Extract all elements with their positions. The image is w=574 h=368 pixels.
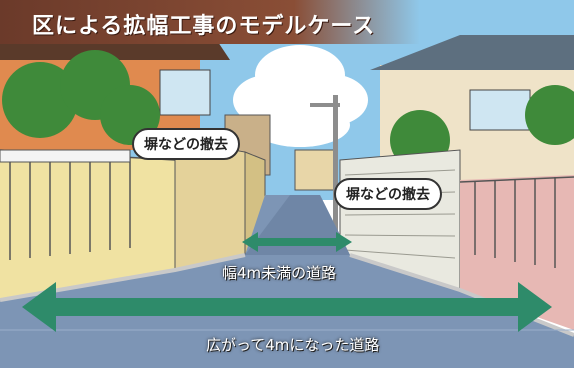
right-window: [469, 89, 531, 131]
page-title: 区による拡幅工事のモデルケース: [32, 14, 376, 39]
clouds: [233, 45, 368, 147]
narrow-width-arrow: [242, 232, 352, 252]
right-wall: [460, 175, 574, 330]
wide-road-label: 広がって4mになった道路: [206, 336, 380, 354]
callout-remove-wall-left: 塀などの撤去: [132, 128, 240, 160]
road: [0, 195, 574, 368]
right-fence: [459, 176, 574, 268]
left-window: [159, 69, 211, 116]
left-wall: [0, 150, 175, 300]
utility-pole: [333, 95, 338, 245]
wide-width-arrow: [22, 282, 552, 332]
distant-house: [294, 149, 336, 191]
callout-remove-wall-right: 塀などの撤去: [334, 178, 442, 210]
narrow-road-label: 幅4m未満の道路: [222, 264, 337, 282]
left-trees: [2, 50, 160, 145]
title-banner: [0, 0, 420, 44]
right-roof: [370, 35, 574, 70]
